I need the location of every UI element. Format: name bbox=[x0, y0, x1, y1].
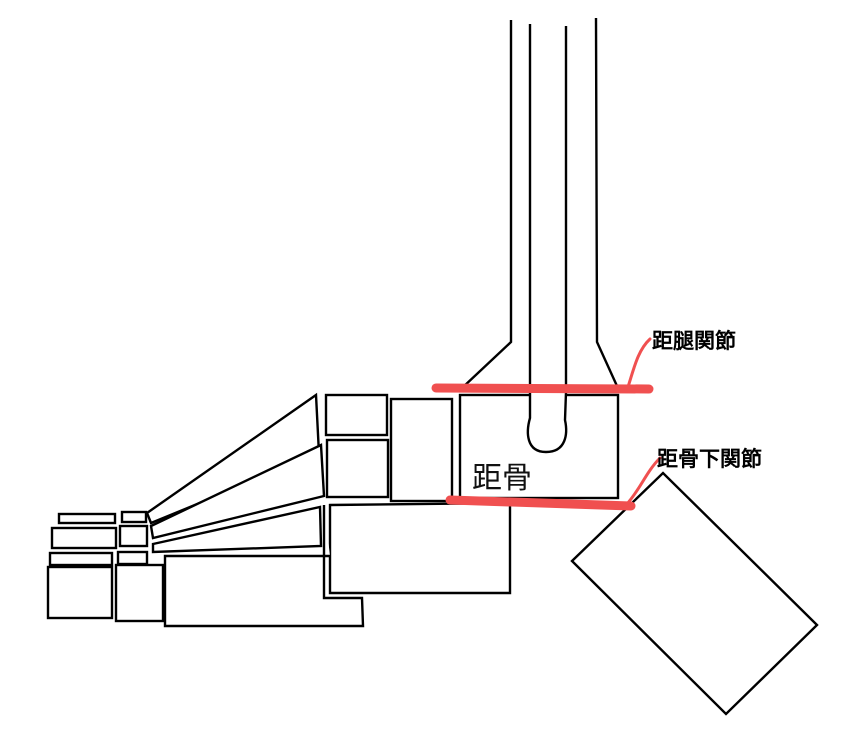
cuboid bbox=[328, 501, 512, 595]
phalanx-c1 bbox=[48, 551, 114, 567]
phalanx-b2 bbox=[118, 524, 149, 548]
cuneiform-top bbox=[324, 393, 389, 437]
phalanges bbox=[46, 510, 165, 623]
fibula-tip bbox=[526, 391, 568, 454]
cuneiform-bottom bbox=[325, 438, 390, 499]
phalanx-d1 bbox=[46, 565, 114, 620]
fibula bbox=[528, 24, 568, 392]
metatarsal-2 bbox=[149, 443, 326, 540]
phalanx-b1 bbox=[50, 526, 118, 550]
ankle-joint-label: 距腿関節 bbox=[652, 329, 736, 353]
tarsal-bones bbox=[163, 393, 512, 628]
metatarsal-3 bbox=[151, 505, 323, 554]
metatarsals bbox=[145, 392, 326, 554]
talus-label: 距骨 bbox=[472, 461, 532, 496]
ankle-joint-leader bbox=[626, 337, 652, 389]
phalanx-d2 bbox=[114, 563, 165, 623]
subtalar-joint-leader bbox=[624, 456, 662, 507]
navicular bbox=[389, 397, 454, 503]
phalanx-a2 bbox=[120, 510, 148, 524]
tibia bbox=[461, 17, 619, 389]
subtalar-joint-line bbox=[445, 495, 636, 511]
phalanx-a1 bbox=[57, 512, 117, 525]
cuboid-base bbox=[163, 505, 365, 628]
phalanx-c2 bbox=[116, 550, 149, 566]
ankle-joint-line bbox=[431, 383, 654, 394]
subtalar-joint-label: 距骨下関節 bbox=[657, 447, 762, 471]
